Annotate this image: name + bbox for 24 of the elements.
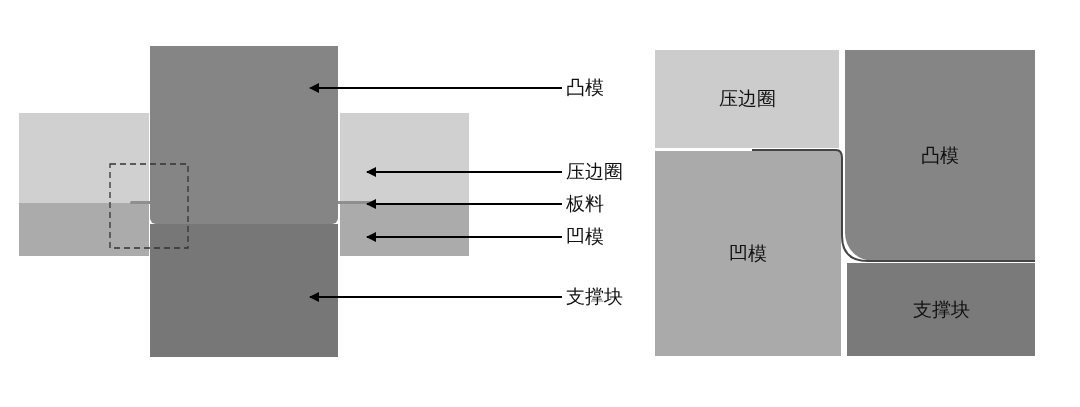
part-box [655,151,841,356]
part-block [19,113,149,203]
part-label: 支撑块 [912,296,970,322]
part-label: 凹模 [566,224,604,249]
part-block [19,203,149,256]
part-block [150,46,338,224]
arrow [309,83,563,93]
part-label: 凸模 [566,75,604,100]
arrow [309,292,563,302]
part-label: 压边圈 [566,159,623,184]
arrow [366,167,563,177]
part-block [340,113,469,203]
part-label: 凸模 [921,142,959,168]
part-box [845,50,1035,261]
part-block [340,203,469,256]
part-box [655,50,839,148]
arrow [366,232,563,242]
part-label: 板料 [566,191,604,216]
part-label: 凹模 [729,240,767,266]
part-block [150,224,338,357]
part-label: 压边圈 [718,86,776,111]
part-box [847,263,1035,356]
arrow [366,199,563,209]
part-label: 支撑块 [566,284,623,309]
